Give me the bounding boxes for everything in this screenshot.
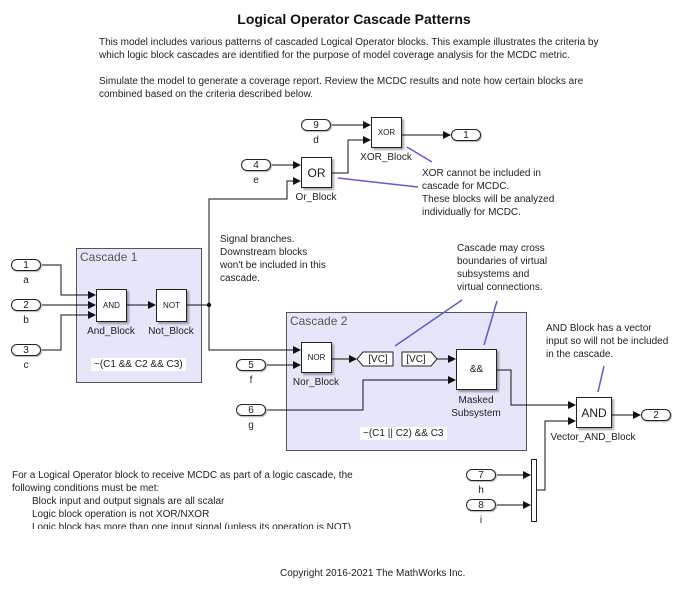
diagram-title: Logical Operator Cascade Patterns: [237, 11, 471, 27]
inport-2[interactable]: 2: [11, 299, 41, 311]
inport-label: c: [23, 360, 29, 371]
note-line: boundaries of virtual: [457, 256, 548, 267]
annotation-line: [337, 177, 419, 188]
branch-point: [206, 302, 212, 308]
annotation-line: [394, 299, 463, 347]
note-line: subsystems and: [457, 269, 530, 280]
intro-line: combined based on the criteria described…: [99, 89, 314, 100]
note-line: following conditions must be met:: [12, 483, 160, 494]
condition-item: Logic block has more than one input sign…: [32, 522, 352, 529]
area-expression: ~(C1 || C2) && C3: [360, 427, 447, 440]
note-line: XOR cannot be included in: [422, 168, 541, 179]
block-label: XOR_Block: [360, 152, 412, 163]
from-block[interactable]: [401, 351, 439, 367]
area-title: Cascade 2: [290, 314, 348, 328]
branch-note: Signal branches. Downstream blocks won't…: [220, 233, 326, 285]
condition-item: Block input and output signals are all s…: [32, 496, 225, 507]
outport-2[interactable]: 2: [641, 409, 671, 421]
conditions-note: For a Logical Operator block to receive …: [12, 469, 353, 529]
vector-note: AND Block has a vector input so will not…: [546, 322, 668, 361]
wire: [42, 311, 96, 351]
note-line: Signal branches.: [220, 234, 295, 245]
note-line: won't be included in this: [220, 260, 326, 271]
wire: [267, 376, 456, 411]
not-block[interactable]: NOT: [156, 289, 187, 322]
inport-label: b: [23, 315, 29, 326]
note-line: cascade.: [220, 273, 261, 284]
inport-label: d: [313, 135, 319, 146]
note-line: For a Logical Operator block to receive …: [12, 470, 353, 481]
block-label: Vector_AND_Block: [550, 432, 636, 443]
block-label: Not_Block: [148, 326, 194, 337]
xor-block[interactable]: XOR: [371, 117, 402, 148]
virtual-note: Cascade may cross boundaries of virtual …: [457, 242, 547, 294]
inport-4[interactable]: 4: [241, 159, 271, 171]
block-label: Masked Subsystem: [451, 394, 500, 420]
note-line: in the cascade.: [546, 349, 614, 360]
note-line: individually for MCDC.: [422, 207, 521, 218]
inport-label: g: [248, 420, 254, 431]
wire: [497, 369, 576, 409]
intro-line: This model includes various patterns of …: [99, 37, 599, 48]
wire: [208, 305, 301, 354]
note-line: virtual connections.: [457, 282, 543, 293]
inport-8[interactable]: 8: [466, 499, 496, 511]
wire: [42, 264, 96, 299]
inport-5[interactable]: 5: [236, 359, 266, 371]
vector-and-block[interactable]: AND: [576, 397, 612, 428]
goto-block[interactable]: [356, 351, 394, 367]
block-label-line: Subsystem: [451, 408, 501, 419]
inport-1[interactable]: 1: [11, 259, 41, 271]
note-line: Cascade may cross: [457, 243, 545, 254]
note-line: Downstream blocks: [220, 247, 308, 258]
note-line: input so will not be included: [546, 336, 669, 347]
inport-3[interactable]: 3: [11, 344, 41, 356]
wire: [208, 177, 301, 305]
outport-1[interactable]: 1: [451, 129, 481, 141]
annotation-line: [406, 146, 433, 163]
note-line: AND Block has a vector: [546, 323, 652, 334]
goto-tag: [VC]: [368, 353, 388, 365]
nor-block[interactable]: NOR: [301, 342, 332, 373]
inport-7[interactable]: 7: [466, 469, 496, 481]
inport-label: a: [23, 275, 29, 286]
annotation-line: [483, 300, 498, 346]
intro-line: Simulate the model to generate a coverag…: [99, 76, 584, 87]
block-label: And_Block: [87, 326, 135, 337]
masked-subsystem-block[interactable]: &&: [456, 349, 497, 390]
mux-block[interactable]: [531, 459, 537, 522]
block-label-line: Masked: [458, 395, 494, 406]
wire: [537, 417, 576, 491]
from-tag: [VC]: [406, 353, 426, 365]
area-title: Cascade 1: [80, 250, 138, 264]
inport-label: f: [249, 375, 253, 386]
intro-text: This model includes various patterns of …: [99, 36, 599, 101]
annotation-line: [597, 365, 605, 393]
inport-label: e: [253, 175, 259, 186]
inport-6[interactable]: 6: [236, 404, 266, 416]
wire: [332, 136, 371, 174]
area-expression: ~(C1 && C2 && C3): [91, 358, 186, 371]
copyright: Copyright 2016-2021 The MathWorks Inc.: [280, 568, 466, 579]
xor-note: XOR cannot be included in cascade for MC…: [422, 167, 554, 219]
note-line: cascade for MCDC.: [422, 181, 510, 192]
condition-item: Logic block operation is not XOR/NXOR: [32, 509, 210, 520]
block-label: Or_Block: [295, 192, 337, 203]
inport-9[interactable]: 9: [301, 119, 331, 131]
block-label: Nor_Block: [292, 377, 340, 388]
intro-line: which logic block cascades are identifie…: [99, 50, 570, 61]
note-line: These blocks will be analyzed: [422, 194, 555, 205]
inport-label: i: [479, 515, 483, 526]
inport-label: h: [478, 485, 484, 496]
and-block[interactable]: AND: [96, 289, 127, 322]
or-block[interactable]: OR: [301, 157, 332, 188]
